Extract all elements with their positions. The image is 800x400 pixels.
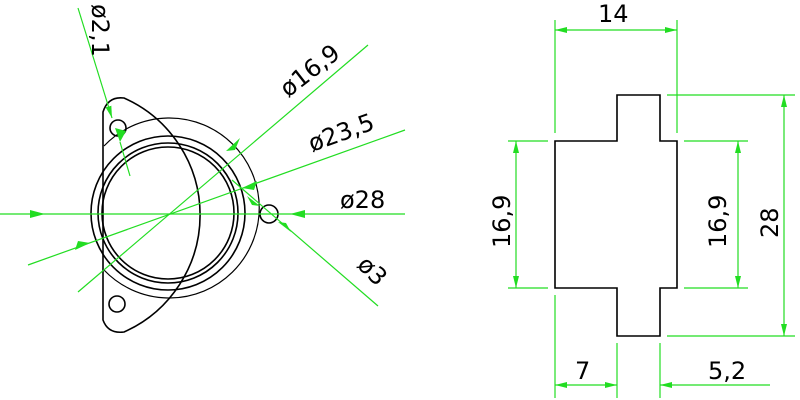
leader-flange-inner-arrow-b <box>242 181 257 190</box>
leader-mount-hole-arrow-b <box>278 222 291 232</box>
dim-outer-arrow-left <box>30 210 45 218</box>
side-view-dimensions: 14 16,9 16,9 28 7 5,2 <box>488 0 795 398</box>
dim-outer-arrow-right <box>290 210 305 218</box>
mount-hole-bottom <box>108 295 126 313</box>
leader-hole-small <box>77 7 113 119</box>
label-total-height: 28 <box>756 207 784 238</box>
leader-flange-inner-arrow-a <box>75 241 90 250</box>
label-outer: ø28 <box>340 186 385 214</box>
flange-step-arc <box>103 117 260 299</box>
label-body-height-right: 16,9 <box>704 195 732 248</box>
side-view <box>554 94 678 337</box>
front-view <box>90 96 279 334</box>
front-view-dimensions: ø2,1 ø16,9 ø23,5 ø28 ø3 <box>0 4 406 307</box>
label-body-height-left: 16,9 <box>488 195 516 248</box>
label-mount-hole: ø3 <box>352 250 393 291</box>
label-flange-inner: ø23,5 <box>304 108 378 158</box>
bore-edge-ring <box>97 142 239 284</box>
flange-outline <box>102 96 201 334</box>
label-hole-small: ø2,1 <box>86 4 114 57</box>
outer-bore-ring <box>90 135 246 291</box>
label-left-step: 7 <box>575 357 590 385</box>
leader-bore <box>77 44 369 293</box>
label-total-width: 14 <box>598 0 629 28</box>
leader-flange-inner <box>27 129 406 266</box>
leader-hole-small-arrow2 <box>115 128 126 142</box>
side-profile <box>554 94 678 337</box>
label-bore: ø16,9 <box>274 39 345 103</box>
leader-mount-hole-arrow-a <box>247 196 260 206</box>
leader-mount-hole <box>231 179 379 307</box>
label-right-step: 5,2 <box>708 357 746 385</box>
leader-hole-small-tail <box>119 141 131 177</box>
bore-inner-ring <box>101 146 235 280</box>
leader-bore-arrow <box>226 138 240 151</box>
